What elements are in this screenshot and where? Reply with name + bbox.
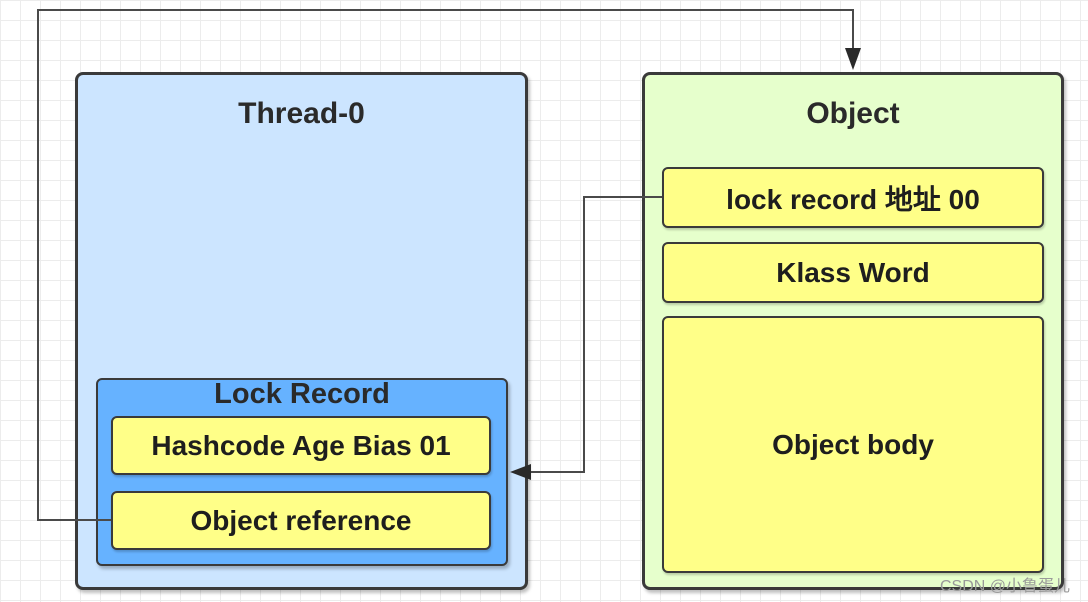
mark-word-cell: lock record 地址 00 xyxy=(662,167,1044,228)
thread-title: Thread-0 xyxy=(238,97,365,130)
object-title: Object xyxy=(806,97,900,130)
lock-record-arrowhead-icon xyxy=(510,464,531,480)
watermark: CSDN @小鲁蛋儿 xyxy=(939,578,1070,595)
object-body-cell: Object body xyxy=(662,316,1044,573)
mark-word-to-lock-record-connector xyxy=(528,196,662,473)
klass-word-cell: Klass Word xyxy=(662,242,1044,303)
hashcode-age-bias-cell: Hashcode Age Bias 01 xyxy=(111,416,491,475)
reference-to-object-connector xyxy=(37,9,854,521)
object-reference-cell: Object reference xyxy=(111,491,491,550)
reference-arrowhead-icon xyxy=(845,48,861,70)
lock-record-title: Lock Record xyxy=(214,378,390,410)
